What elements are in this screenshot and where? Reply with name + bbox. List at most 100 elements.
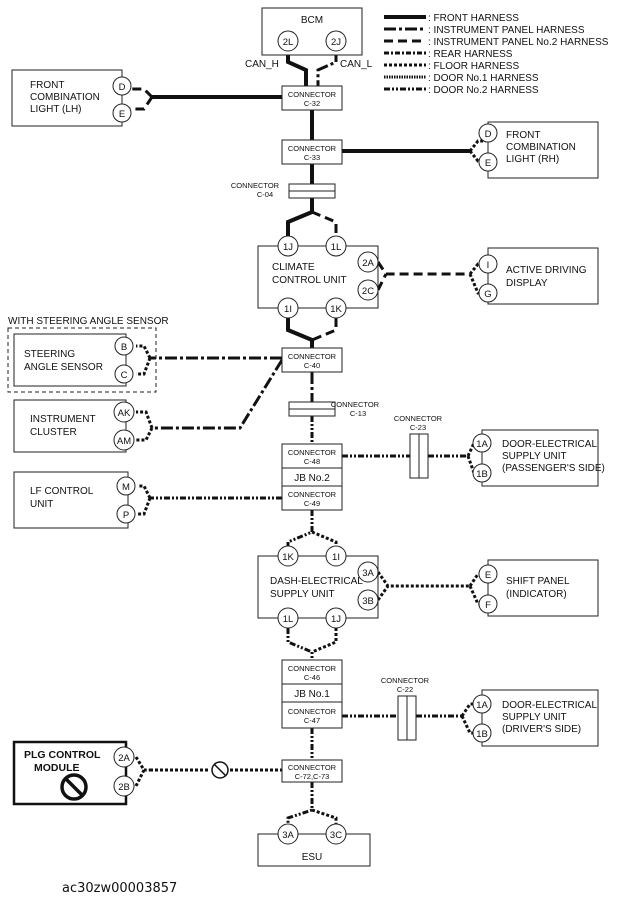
plg-control-module: PLG CONTROL MODULE 2A 2B — [12, 740, 229, 806]
wire-lh-d — [130, 87, 154, 99]
rh-line-1: FRONT — [506, 130, 540, 141]
lf-pin-p-label: P — [123, 510, 129, 521]
wire-c72-3c — [311, 808, 338, 824]
climate-pin-1i-label: 1I — [284, 304, 292, 315]
dash-pin-1j-label: 1J — [331, 614, 341, 625]
wire-lh-e — [130, 96, 154, 111]
cluster-pin-ak — [113, 401, 135, 423]
door-electrical-supply-unit-driver: 1A 1B DOOR-ELECTRICAL SUPPLY UNIT (DRIVE… — [472, 689, 599, 747]
dash-line-1: DASH-ELECTRICAL — [270, 576, 363, 587]
esu-pin-3c — [325, 823, 347, 845]
wires — [130, 50, 486, 824]
jb1-label: JB No.1 — [294, 689, 330, 700]
pass-line-2: SUPPLY UNIT — [502, 451, 567, 462]
legend-label-door1: : DOOR No.1 HARNESS — [428, 73, 539, 84]
plg-line-1: PLG CONTROL — [24, 749, 101, 761]
c33-label: CONNECTOR — [288, 144, 337, 153]
pass-pin-1a-label: 1A — [476, 439, 488, 450]
plg-pin-2b-label: 2B — [118, 782, 130, 793]
wire-c40-cluster — [152, 359, 284, 430]
inline-prohibited-icon — [211, 761, 229, 779]
dash-pin-1k — [277, 545, 299, 567]
junction-block-2: CONNECTOR C-48 JB No.2 CONNECTOR C-49 — [281, 443, 343, 511]
steering-angle-sensor: WITH STEERING ANGLE SENSOR STEERING ANGL… — [7, 316, 169, 393]
climate-pin-1l-label: 1L — [331, 242, 342, 253]
rh-pin-e-label: E — [485, 158, 491, 169]
rh-pin-e — [478, 152, 498, 172]
wire-lf-p — [138, 497, 152, 516]
dash-electrical-supply-unit: DASH-ELECTRICAL SUPPLY UNIT 1K 1I 3A 3B … — [257, 545, 379, 629]
wire-rh-e — [468, 150, 486, 163]
wire-1l-c46 — [286, 628, 314, 660]
connector-c33: CONNECTOR C-33 — [281, 139, 343, 165]
drv-pin-1b — [472, 723, 492, 743]
wire-c72-3a — [286, 782, 314, 824]
sp-pin-f-label: F — [485, 600, 491, 611]
wire-cl-ak — [136, 410, 154, 429]
rh-line-2: COMBINATION — [506, 142, 576, 153]
steering-line-1: STEERING — [24, 349, 75, 360]
drv-line-3: (DRIVER'S SIDE) — [502, 724, 581, 735]
climate-line-1: CLIMATE — [272, 262, 315, 273]
connector-c22: CONNECTOR C-22 — [381, 676, 430, 741]
c40-label: CONNECTOR — [288, 352, 337, 361]
junction-block-1: CONNECTOR C-46 JB No.1 CONNECTOR C-47 — [281, 659, 343, 729]
rh-pin-d-label: D — [485, 129, 492, 140]
dash-pin-3b — [357, 589, 379, 611]
c46-code: C-46 — [304, 673, 320, 682]
drv-pin-1a — [472, 694, 492, 714]
lf-pin-p — [116, 504, 136, 524]
plg-line-2: MODULE — [34, 762, 80, 774]
cluster-pin-am-label: AM — [117, 436, 131, 447]
pass-pin-1b-label: 1B — [476, 469, 488, 480]
legend-label-ip: : INSTRUMENT PANEL HARNESS — [428, 25, 585, 36]
steering-group-frame — [7, 327, 157, 393]
steering-group-label: WITH STEERING ANGLE SENSOR — [8, 316, 169, 327]
c32-code: C-32 — [304, 99, 320, 108]
c47-code: C-47 — [304, 716, 320, 725]
legend-label-ip2: : INSTRUMENT PANEL No.2 HARNESS — [428, 37, 609, 48]
wire-1k-c40 — [311, 318, 338, 342]
lh-line-1: FRONT — [30, 80, 64, 91]
connector-c04: CONNECTOR C-04 — [231, 181, 336, 199]
legend-label-rear: : REAR HARNESS — [428, 49, 513, 60]
esu-pin-3a-label: 3A — [282, 830, 294, 841]
connector-c48 — [281, 443, 343, 469]
sp-pin-e-label: E — [485, 570, 491, 581]
cluster-line-2: CLUSTER — [30, 427, 77, 438]
bcm-pin-2l — [277, 30, 299, 52]
wire-drv-1b — [460, 715, 478, 735]
plg-pin-2a — [113, 746, 135, 768]
c40-code: C-40 — [304, 361, 320, 370]
wire-sp-f — [468, 585, 484, 606]
bcm-name: BCM — [301, 15, 323, 26]
steering-pin-c — [114, 364, 134, 384]
prohibited-icon — [60, 773, 88, 801]
dash-pin-3a-label: 3A — [362, 568, 374, 579]
climate-pin-1k — [325, 297, 347, 319]
bcm-module: BCM 2L 2J CAN_H CAN_L — [245, 7, 373, 70]
ad-line-2: DISPLAY — [506, 278, 548, 289]
connector-c49 — [281, 485, 343, 511]
instrument-cluster: INSTRUMENT CLUSTER AK AM — [13, 399, 135, 453]
lf-pin-m-label: M — [122, 482, 130, 493]
ad-pin-i — [478, 254, 498, 274]
pass-line-3: (PASSENGER'S SIDE) — [502, 463, 605, 474]
front-combination-light-lh: FRONT COMBINATION LIGHT (LH) D E — [11, 69, 132, 127]
bcm-pin-2l-label: 2L — [283, 37, 294, 48]
wire-climate-2a — [376, 261, 470, 276]
drv-line-2: SUPPLY UNIT — [502, 712, 567, 723]
active-driving-display: I G ACTIVE DRIVING DISPLAY — [478, 247, 599, 305]
drv-pin-1b-label: 1B — [476, 729, 488, 740]
legend-label-door2: : DOOR No.2 HARNESS — [428, 85, 539, 96]
wire-ad-g — [468, 273, 484, 295]
figure-code: ac30zw00003857 — [62, 881, 177, 896]
lh-pin-d — [112, 76, 132, 96]
wire-plg-2b — [134, 769, 146, 787]
dash-pin-3b-label: 3B — [362, 596, 374, 607]
wire-bcm-can-h — [286, 50, 308, 88]
climate-pin-1j — [277, 235, 299, 257]
cluster-line-1: INSTRUMENT — [30, 414, 96, 425]
connector-c47 — [281, 701, 343, 729]
